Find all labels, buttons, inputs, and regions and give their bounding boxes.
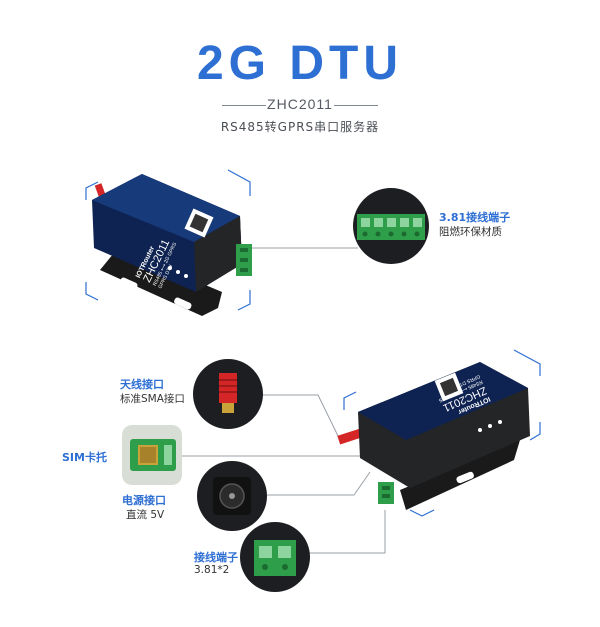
antenna-closeup [193, 359, 263, 429]
terminal-2-desc: 3.81*2 [194, 564, 230, 576]
power-desc: 直流 5V [126, 509, 165, 521]
power-title: 电源接口 [122, 494, 166, 507]
model-row: ZHC2011 [0, 96, 600, 114]
divider-left [222, 105, 266, 106]
antenna-title: 天线接口 [120, 378, 164, 391]
model-label: ZHC2011 [267, 96, 333, 112]
antenna-desc: 标准SMA接口 [120, 393, 185, 405]
terminal-381-desc: 阻燃环保材质 [439, 226, 502, 238]
divider-right [334, 105, 378, 106]
device-image-bottom: IOTRouter ZHC2011 RS485 ⟷ 2G GPRS GPRS D… [330, 340, 552, 520]
terminal-2-closeup [240, 522, 310, 592]
device-image-top: IOTRouter ZHC2011 RS485 ⟷ 2G GPRS GPRS D… [78, 160, 268, 330]
sim-title: SIM卡托 [62, 451, 107, 464]
terminal-381-closeup [353, 188, 429, 264]
terminal-2-title: 接线端子 [194, 551, 238, 564]
subtitle: RS485转GPRS串口服务器 [220, 120, 380, 134]
terminal-381-title: 3.81接线端子 [439, 211, 511, 224]
sim-closeup [122, 425, 182, 485]
power-jack-closeup [197, 461, 267, 531]
page-title: 2G DTU [196, 37, 403, 90]
